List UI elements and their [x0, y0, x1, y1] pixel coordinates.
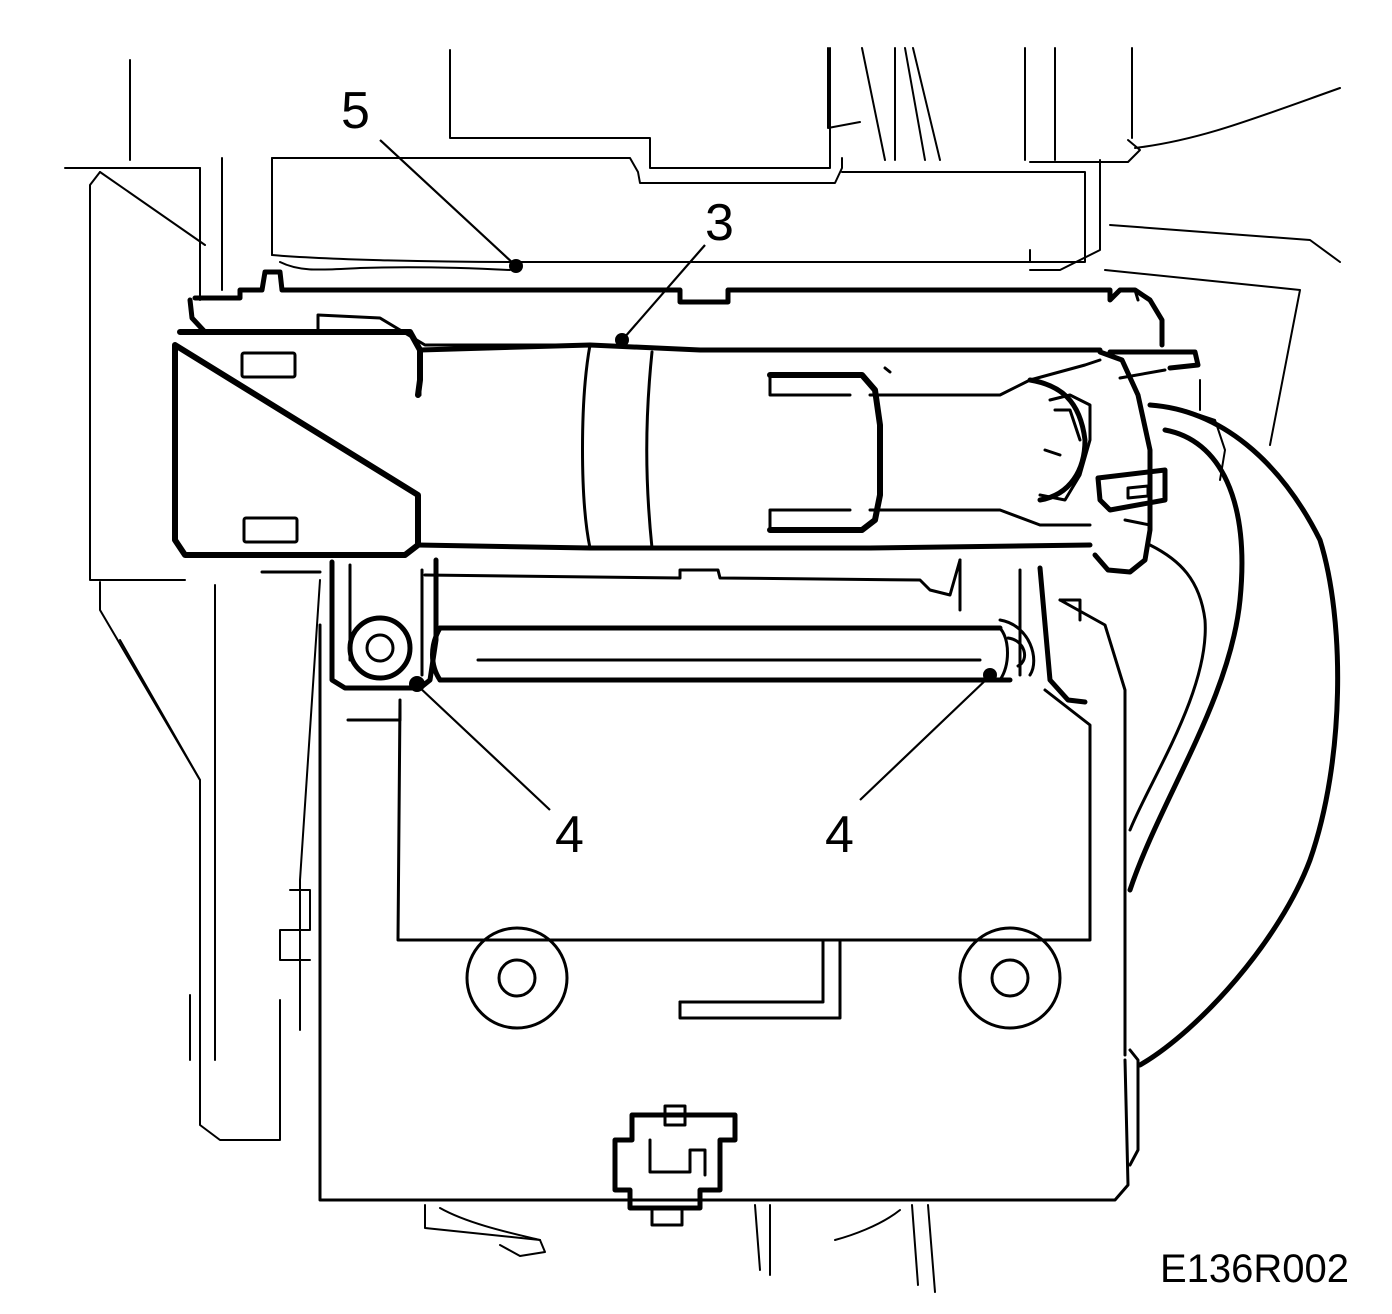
callout-label-4-left: 4 — [555, 806, 584, 864]
leader-line-3 — [623, 244, 706, 339]
callout-label-4-right: 4 — [825, 806, 854, 864]
leader-dot-3 — [615, 333, 629, 347]
main-connector-assembly — [172, 313, 1201, 575]
leader-line-4-left — [417, 685, 551, 811]
leader-dot-4-right — [983, 668, 997, 682]
callout-4-left: 4 — [409, 676, 584, 864]
upper-bracket-bar — [187, 269, 1165, 348]
leader-line-4-right — [859, 675, 991, 801]
lower-mounting-plate — [260, 557, 1140, 1293]
leader-line-5 — [379, 139, 516, 266]
left-side-structure — [89, 171, 321, 1141]
leader-dot-5 — [509, 259, 523, 273]
leader-dot-4-left — [409, 676, 425, 692]
figure-id: E136R002 — [1160, 1247, 1349, 1291]
callout-label-3: 3 — [705, 194, 734, 252]
callout-3: 3 — [615, 194, 734, 347]
callout-5: 5 — [341, 82, 523, 273]
callout-4-right: 4 — [825, 668, 997, 864]
wiring-harness — [1127, 379, 1341, 1068]
callout-label-5: 5 — [341, 82, 370, 140]
